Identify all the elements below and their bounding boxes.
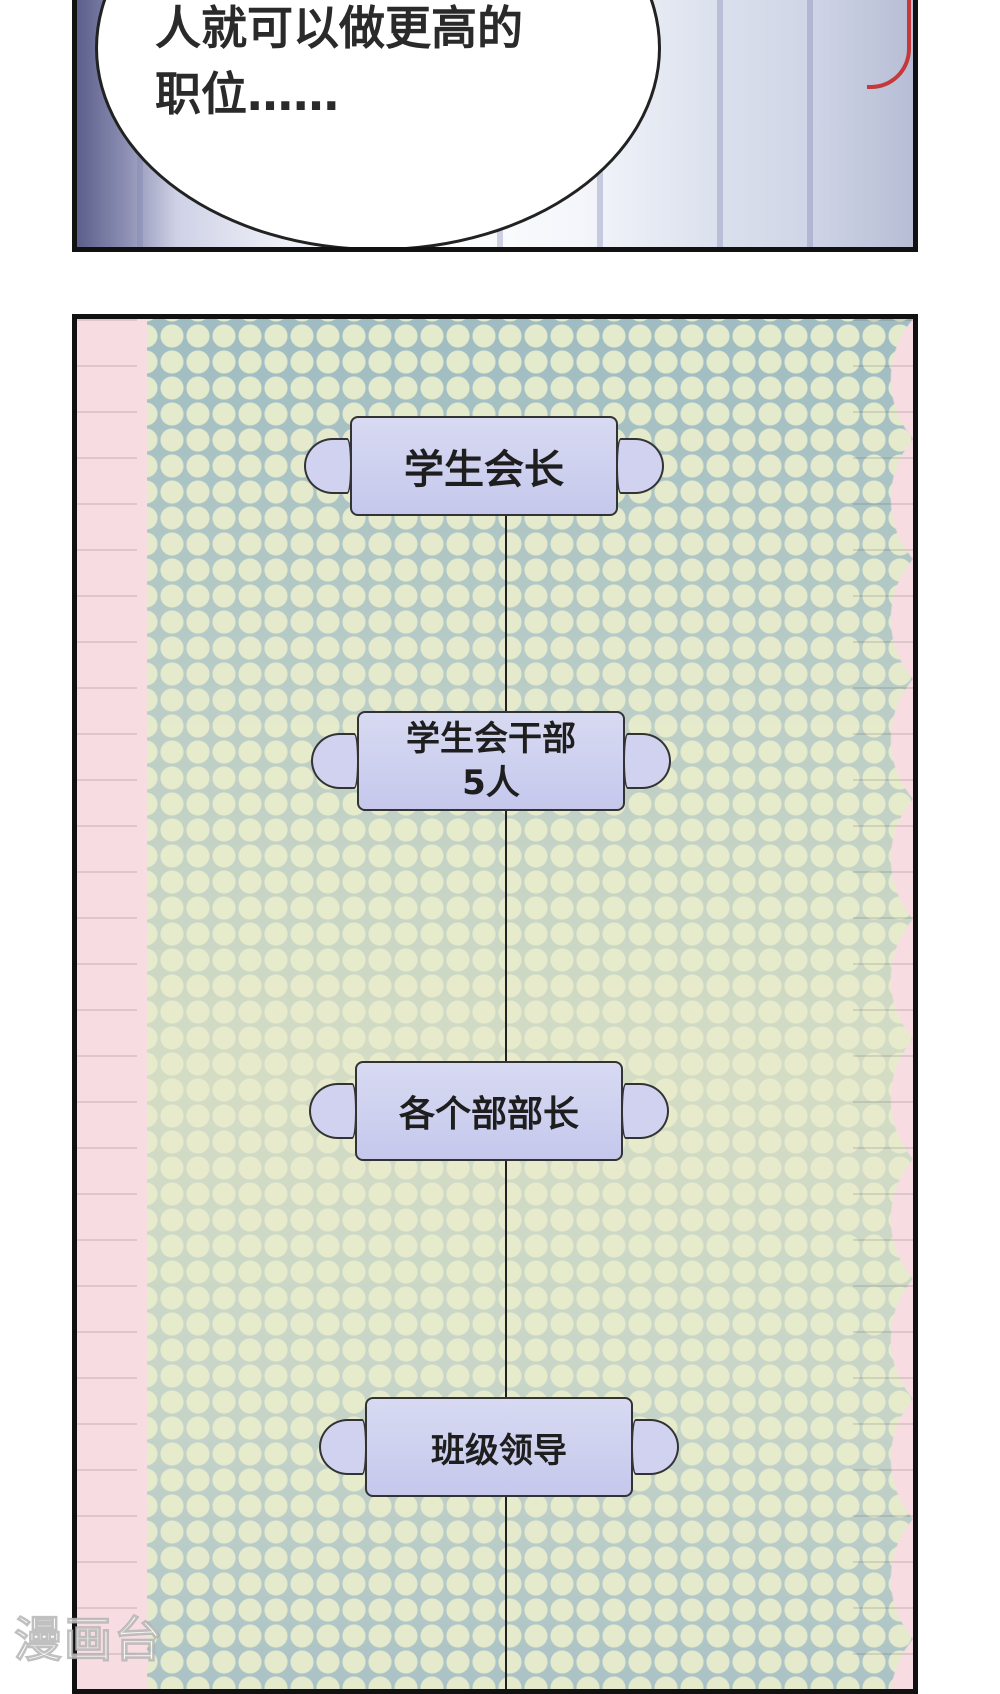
- node-wing-left: [304, 438, 352, 494]
- org-node-label: 学生会干部 5人: [357, 711, 625, 811]
- org-node-label: 班级领导: [365, 1397, 633, 1497]
- node-wing-right: [621, 1083, 669, 1139]
- left-frill-border: [77, 319, 147, 1689]
- org-node-label: 各个部部长: [355, 1061, 623, 1161]
- org-chart-panel: 学生会长 学生会干部 5人 各个部部长 班级领导: [72, 314, 918, 1694]
- motion-streak: [807, 0, 813, 247]
- node-wing-right: [616, 438, 664, 494]
- red-cord-decoration: [867, 0, 911, 89]
- node-wing-right: [623, 733, 671, 789]
- left-frill-outline: [77, 319, 137, 1689]
- watermark-logo: 漫画台: [13, 1612, 165, 1669]
- right-frill-outline: [853, 319, 913, 1689]
- motion-streak: [717, 0, 723, 247]
- node-wing-left: [309, 1083, 357, 1139]
- node-wing-left: [319, 1419, 367, 1475]
- org-node-label: 学生会长: [350, 416, 618, 516]
- node-wing-left: [311, 733, 359, 789]
- top-comic-panel: 人就可以做更高的 职位……: [72, 0, 918, 252]
- speech-bubble-text: 人就可以做更高的 职位……: [155, 1, 523, 121]
- node-wing-right: [631, 1419, 679, 1475]
- right-frill-border: [843, 319, 913, 1689]
